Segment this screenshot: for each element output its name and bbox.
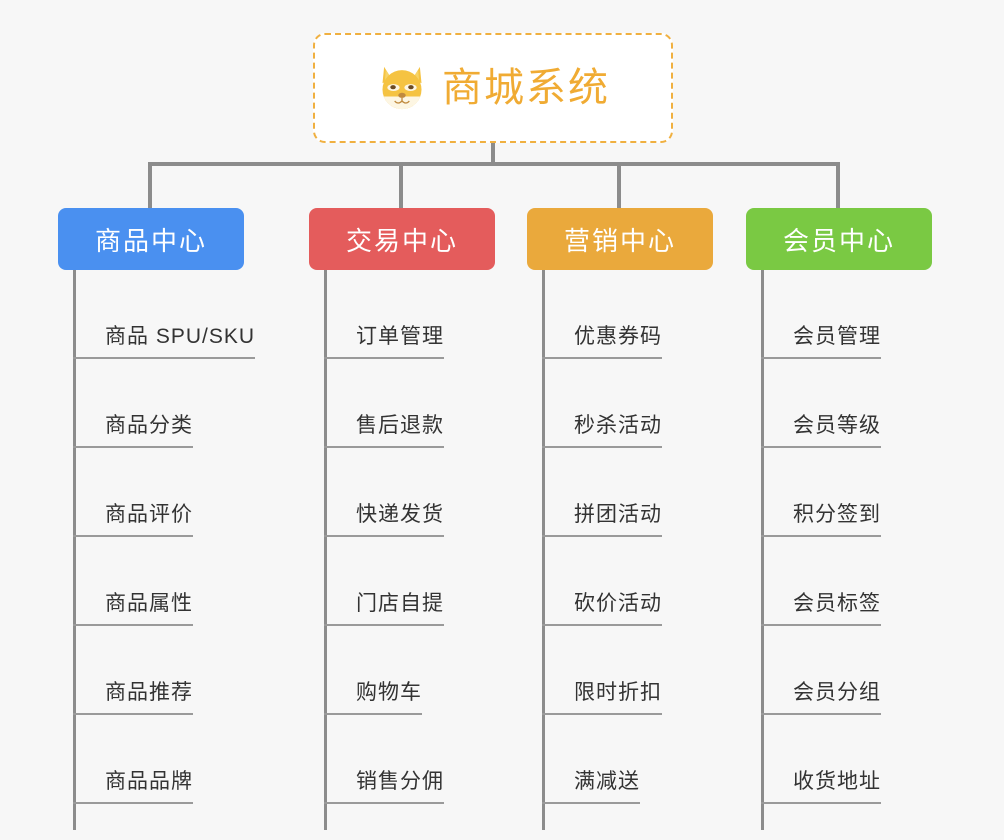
category-header-trade-center[interactable]: 交易中心	[309, 208, 495, 270]
category-header-member-center[interactable]: 会员中心	[746, 208, 932, 270]
leaf-label: 商品评价	[105, 503, 193, 526]
leaf-label: 商品分类	[105, 414, 193, 437]
leaf-list-product-center: 商品 SPU/SKU 商品分类 商品评价 商品属性 商品推荐 商品品牌	[58, 270, 256, 830]
leaf-label: 商品品牌	[105, 770, 193, 793]
list-item[interactable]: 收货地址	[746, 715, 932, 804]
leaf-label: 快递发货	[356, 503, 444, 526]
leaf-label: 限时折扣	[574, 681, 662, 704]
list-item[interactable]: 商品分类	[58, 359, 244, 448]
category-label: 会员中心	[782, 225, 895, 256]
leaf-label: 购物车	[356, 681, 422, 704]
list-item[interactable]: 门店自提	[309, 537, 495, 626]
column-trunk-line	[761, 270, 764, 830]
leaf-label: 会员等级	[793, 414, 881, 437]
leaf-label: 售后退款	[356, 414, 444, 437]
root-node-content: 商城系统	[376, 62, 610, 114]
list-item[interactable]: 积分签到	[746, 448, 932, 537]
list-item[interactable]: 限时折扣	[527, 626, 713, 715]
category-header-product-center[interactable]: 商品中心	[58, 208, 244, 270]
leaf-label: 商品 SPU/SKU	[105, 325, 256, 348]
list-item[interactable]: 会员管理	[746, 270, 932, 359]
leaf-label: 商品属性	[105, 592, 193, 615]
leaf-list-member-center: 会员管理 会员等级 积分签到 会员标签 会员分组 收货地址	[746, 270, 932, 830]
list-item[interactable]: 商品品牌	[58, 715, 244, 804]
leaf-label: 拼团活动	[574, 503, 662, 526]
connector-bus	[148, 162, 840, 166]
leaf-label: 收货地址	[793, 770, 881, 793]
column-trunk-line	[73, 270, 76, 830]
list-item[interactable]: 商品推荐	[58, 626, 244, 715]
connector-drop-col-1	[148, 162, 152, 210]
list-item[interactable]: 订单管理	[309, 270, 495, 359]
list-item[interactable]: 商品 SPU/SKU	[58, 270, 256, 359]
root-title: 商城系统	[442, 66, 610, 110]
leaf-label: 商品推荐	[105, 681, 193, 704]
connector-drop-col-2	[399, 162, 403, 210]
list-item[interactable]: 商品属性	[58, 537, 244, 626]
column-product-center: 商品中心 商品 SPU/SKU 商品分类 商品评价 商品属性 商品推荐 商品品牌	[58, 208, 256, 830]
leaf-label: 优惠券码	[574, 325, 662, 348]
column-member-center: 会员中心 会员管理 会员等级 积分签到 会员标签 会员分组 收货地址	[746, 208, 932, 830]
list-item[interactable]: 售后退款	[309, 359, 495, 448]
leaf-list-marketing-center: 优惠券码 秒杀活动 拼团活动 砍价活动 限时折扣 满减送	[527, 270, 713, 830]
list-item[interactable]: 满减送	[527, 715, 713, 804]
leaf-label: 门店自提	[356, 592, 444, 615]
list-item[interactable]: 会员分组	[746, 626, 932, 715]
leaf-label: 订单管理	[356, 325, 444, 348]
leaf-label: 会员分组	[793, 681, 881, 704]
list-item[interactable]: 会员标签	[746, 537, 932, 626]
list-item[interactable]: 拼团活动	[527, 448, 713, 537]
leaf-label: 积分签到	[793, 503, 881, 526]
column-trade-center: 交易中心 订单管理 售后退款 快递发货 门店自提 购物车 销售分佣	[309, 208, 495, 830]
leaf-list-trade-center: 订单管理 售后退款 快递发货 门店自提 购物车 销售分佣	[309, 270, 495, 830]
list-item[interactable]: 优惠券码	[527, 270, 713, 359]
list-item[interactable]: 砍价活动	[527, 537, 713, 626]
connector-root-stem	[491, 143, 495, 164]
list-item[interactable]: 快递发货	[309, 448, 495, 537]
list-item[interactable]: 销售分佣	[309, 715, 495, 804]
leaf-label: 秒杀活动	[574, 414, 662, 437]
leaf-label: 满减送	[574, 770, 640, 793]
list-item[interactable]: 商品评价	[58, 448, 244, 537]
column-trunk-line	[324, 270, 327, 830]
list-item[interactable]: 购物车	[309, 626, 495, 715]
leaf-label: 砍价活动	[574, 592, 662, 615]
column-trunk-line	[542, 270, 545, 830]
category-header-marketing-center[interactable]: 营销中心	[527, 208, 713, 270]
leaf-label: 会员标签	[793, 592, 881, 615]
connector-drop-col-4	[836, 162, 840, 210]
category-label: 交易中心	[345, 225, 458, 256]
category-label: 商品中心	[94, 225, 207, 256]
category-label: 营销中心	[563, 225, 676, 256]
connector-drop-col-3	[617, 162, 621, 210]
root-node[interactable]: 商城系统	[313, 33, 673, 143]
leaf-label: 销售分佣	[356, 770, 444, 793]
leaf-label: 会员管理	[793, 325, 881, 348]
shiba-dog-face-icon	[376, 62, 428, 114]
list-item[interactable]: 会员等级	[746, 359, 932, 448]
list-item[interactable]: 秒杀活动	[527, 359, 713, 448]
column-marketing-center: 营销中心 优惠券码 秒杀活动 拼团活动 砍价活动 限时折扣 满减送	[527, 208, 713, 830]
